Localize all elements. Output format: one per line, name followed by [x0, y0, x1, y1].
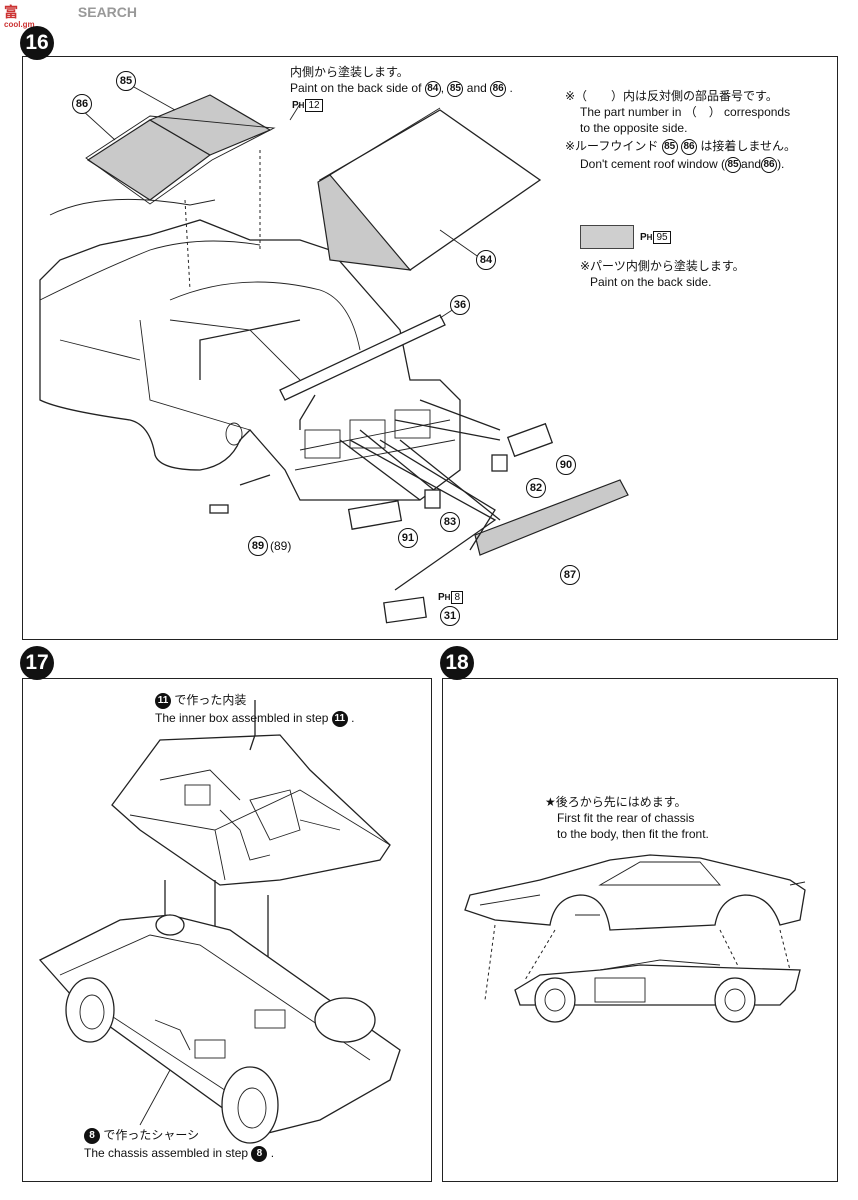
callout-36: 36 [450, 295, 470, 315]
watermark-sub: cool.gm [4, 20, 35, 29]
step16-panel [22, 56, 838, 640]
callout-86: 86 [72, 94, 92, 114]
lamp-lens-91 [347, 500, 403, 530]
side-body [464, 854, 806, 931]
callout-82: 82 [526, 478, 546, 498]
note-no-cement-jp: ※ルーフウインド 85 86 は接着しません。 [565, 138, 797, 155]
callout-85: 85 [116, 71, 136, 91]
paint-swatch [580, 225, 634, 249]
note-part-number-en1: The part number in （ ） corresponds [580, 105, 791, 119]
watermark-logo: 富 [4, 4, 18, 20]
watermark-site: SEARCH [77, 4, 138, 20]
tail-garnish-87 [474, 479, 629, 556]
callout-91: 91 [398, 528, 418, 548]
lamp-lens-90 [506, 422, 554, 458]
car-body-outline [39, 219, 461, 501]
callout-90: 90 [556, 455, 576, 475]
note-inner-jp: 11 で作った内装 [155, 692, 246, 709]
callout-89-paren: (89) [270, 539, 292, 553]
note-fit-jp: ★後ろから先にはめます。 [545, 795, 687, 809]
rear-wheel [221, 1066, 279, 1144]
site-watermark: 富 SEARCH cool.gm [4, 2, 137, 29]
front-wheel [65, 977, 115, 1043]
note-back-paint-jp: 内側から塗装します。 [290, 65, 409, 79]
note-chassis-en: The chassis assembled in step 8 . [84, 1145, 275, 1162]
step18-panel [442, 678, 838, 1182]
note-swatch-jp: ※パーツ内側から塗装します。 [580, 259, 745, 273]
side-rear-wheel [714, 977, 756, 1023]
step17-panel [22, 678, 432, 1182]
callout-87: 87 [560, 565, 580, 585]
note-part-number-jp: ※（ ）内は反対側の部品番号です。 [565, 89, 778, 103]
step17-badge: 17 [20, 646, 54, 680]
note-inner-en: The inner box assembled in step 11 . [155, 710, 355, 727]
callout-84: 84 [476, 250, 496, 270]
callout-83: 83 [440, 512, 460, 532]
step18-badge: 18 [440, 646, 474, 680]
lamp-lens-83 [424, 489, 441, 509]
callout-89: 89 [248, 536, 268, 556]
note-back-paint-en: Paint on the back side of 84, 85 and 86 … [290, 80, 513, 97]
step16-badge: 16 [20, 26, 54, 60]
note-chassis-jp: 8 で作ったシャーシ [84, 1127, 199, 1144]
marker-89 [209, 504, 229, 514]
note-fit-en2: to the body, then fit the front. [557, 827, 709, 841]
lamp-lens-82 [491, 454, 508, 472]
note-part-number-en2: to the opposite side. [580, 121, 688, 135]
side-front-wheel [534, 977, 576, 1023]
callout-31: 31 [440, 606, 460, 626]
plate-31 [383, 596, 427, 624]
note-fit-en1: First fit the rear of chassis [557, 811, 695, 825]
note-swatch-en: Paint on the back side. [590, 275, 712, 289]
